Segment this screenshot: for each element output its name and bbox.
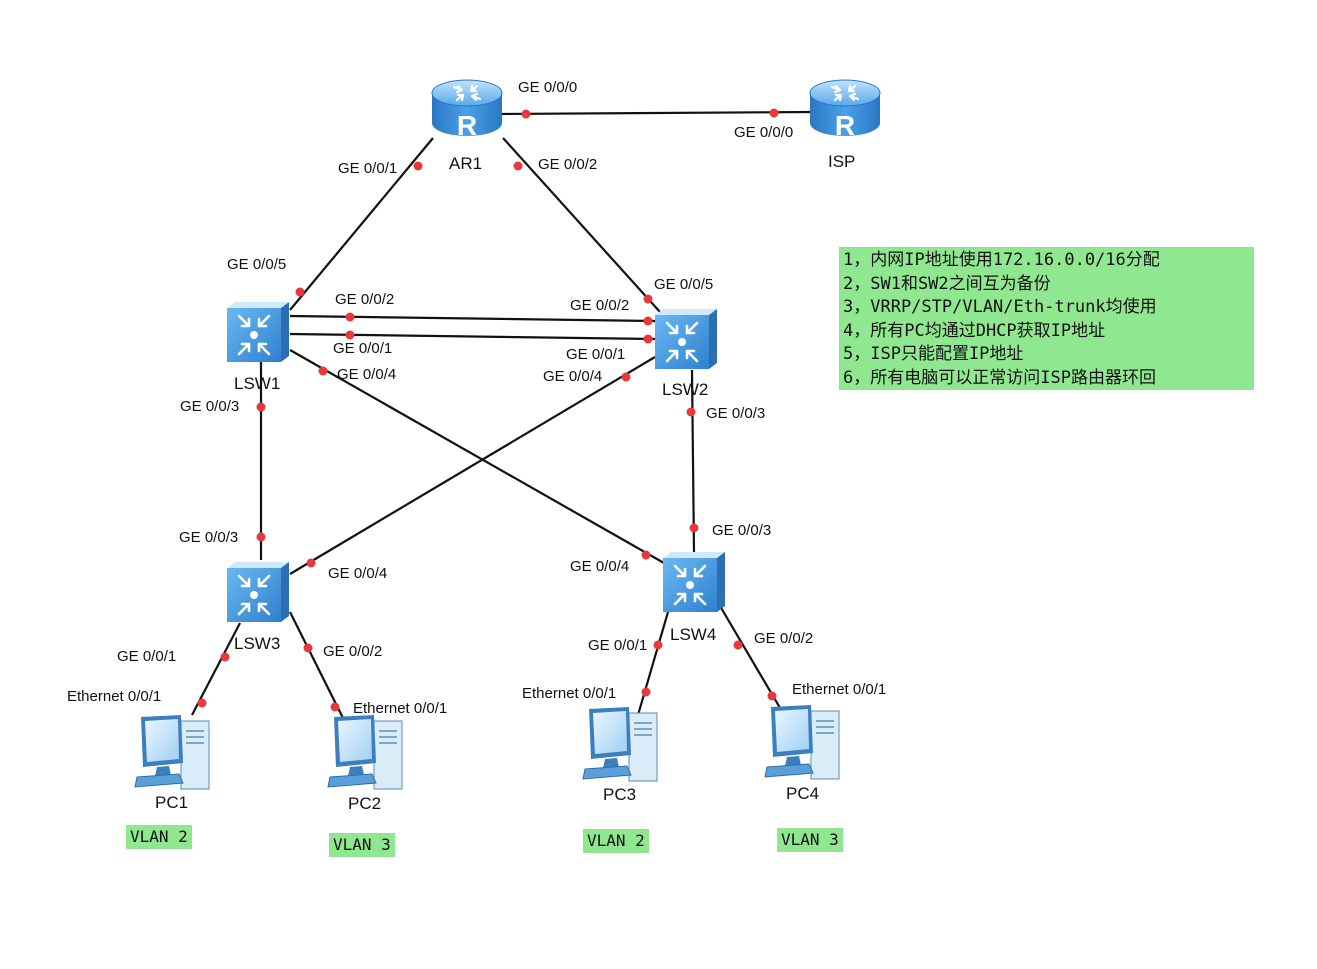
- device-name-pc3: PC3: [603, 785, 637, 804]
- switch-icon[interactable]: [653, 307, 719, 371]
- port-dot: [733, 640, 743, 650]
- device-name-lsw3: LSW3: [234, 634, 281, 653]
- port-label: Ethernet 0/0/1: [522, 685, 617, 702]
- port-label: GE 0/0/3: [180, 398, 240, 415]
- link-lsw1-lsw2-ge1: [289, 332, 657, 341]
- port-label: GE 0/0/3: [179, 529, 239, 546]
- note-line: 5，ISP只能配置IP地址: [843, 344, 1024, 364]
- switch-icon[interactable]: [225, 300, 291, 364]
- port-label: Ethernet 0/0/1: [67, 688, 162, 705]
- link-ar1-lsw2: [502, 137, 661, 313]
- vlan-tag-pc4: VLAN 3: [777, 828, 843, 853]
- device-name-lsw4: LSW4: [670, 625, 717, 644]
- note-line: 2，SW1和SW2之间互为备份: [843, 273, 1051, 294]
- link-lsw2-lsw4: [690, 369, 696, 553]
- port-label: GE 0/0/1: [338, 160, 398, 177]
- note-line: 4，所有PC均通过DHCP获取IP地址: [843, 320, 1106, 341]
- pc-icon[interactable]: [763, 703, 841, 781]
- port-dot: [220, 652, 230, 662]
- port-dots: [197, 108, 779, 712]
- link-lsw4-pc3: [636, 611, 670, 716]
- device-name-pc2: PC2: [348, 794, 382, 813]
- router-icon[interactable]: [808, 78, 882, 142]
- port-dot: [330, 702, 340, 712]
- port-label: GE 0/0/1: [588, 637, 648, 654]
- port-dot: [641, 550, 651, 560]
- device-name-ar1: AR1: [449, 154, 483, 173]
- link-ar1-isp: [499, 110, 813, 116]
- port-dot: [345, 330, 355, 340]
- port-dot: [318, 366, 328, 376]
- port-label: GE 0/0/1: [333, 340, 393, 357]
- port-dot: [295, 287, 305, 297]
- port-label: GE 0/0/3: [706, 405, 766, 422]
- port-label: GE 0/0/2: [570, 297, 630, 314]
- port-label: GE 0/0/4: [570, 558, 630, 575]
- port-dot: [521, 109, 531, 119]
- port-label: GE 0/0/2: [323, 643, 383, 660]
- port-label: GE 0/0/2: [754, 630, 814, 647]
- port-dot: [643, 294, 653, 304]
- device-name-lsw2: LSW2: [662, 380, 709, 399]
- port-dot: [197, 698, 207, 708]
- device-name-lsw1: LSW1: [234, 374, 281, 393]
- port-dot: [643, 334, 653, 344]
- link-ar1-lsw1: [289, 137, 434, 311]
- device-name-pc4: PC4: [786, 784, 820, 803]
- port-label: GE 0/0/0: [518, 79, 578, 96]
- port-label: GE 0/0/1: [117, 648, 177, 665]
- pc-icon[interactable]: [581, 705, 659, 783]
- port-label: Ethernet 0/0/1: [792, 681, 887, 698]
- port-label: GE 0/0/2: [538, 156, 598, 173]
- port-dot: [256, 532, 266, 542]
- requirements-note: 1，内网IP地址使用172.16.0.0/16分配 2，SW1和SW2之间互为备…: [839, 247, 1254, 390]
- port-dot: [767, 691, 777, 701]
- link-lsw2-lsw3: [289, 356, 656, 575]
- port-label: GE 0/0/0: [734, 124, 794, 141]
- vlan-tag-pc2: VLAN 3: [329, 833, 395, 858]
- port-dot: [769, 108, 779, 118]
- port-dot: [643, 316, 653, 326]
- vlan-tag-pc3: VLAN 2: [583, 829, 649, 854]
- device-name-isp: ISP: [828, 152, 856, 171]
- port-dot: [621, 372, 631, 382]
- port-label: GE 0/0/4: [543, 368, 603, 385]
- note-line: 6，所有电脑可以正常访问ISP路由器环回: [843, 367, 1156, 388]
- port-dot: [641, 687, 651, 697]
- port-label: GE 0/0/4: [337, 366, 397, 383]
- port-label: GE 0/0/3: [712, 522, 772, 539]
- link-lsw3-pc2: [289, 611, 344, 719]
- port-label: GE 0/0/5: [227, 256, 287, 273]
- port-dot: [306, 558, 316, 568]
- device-name-pc1: PC1: [155, 793, 189, 812]
- note-line: 1，内网IP地址使用172.16.0.0/16分配: [843, 250, 1160, 270]
- port-label: GE 0/0/1: [566, 346, 626, 363]
- vlan-tag-pc1: VLAN 2: [126, 825, 192, 850]
- switch-icon[interactable]: [661, 550, 727, 614]
- port-label: GE 0/0/5: [654, 276, 714, 293]
- switch-icon[interactable]: [225, 560, 291, 624]
- port-dot: [686, 407, 696, 417]
- note-line: 3，VRRP/STP/VLAN/Eth-trunk均使用: [843, 297, 1157, 317]
- port-dot: [256, 402, 266, 412]
- link-lsw1-lsw2-ge2: [289, 314, 657, 323]
- port-label: Ethernet 0/0/1: [353, 700, 448, 717]
- router-icon[interactable]: [430, 78, 504, 142]
- port-dot: [653, 640, 663, 650]
- port-dot: [413, 161, 423, 171]
- port-dot: [345, 312, 355, 322]
- port-dot: [689, 523, 699, 533]
- link-lsw1-lsw4: [289, 349, 665, 564]
- port-label: GE 0/0/4: [328, 565, 388, 582]
- port-label: GE 0/0/2: [335, 291, 395, 308]
- pc-icon[interactable]: [133, 713, 211, 791]
- pc-icon[interactable]: [326, 713, 404, 791]
- port-dot: [513, 161, 523, 171]
- port-dot: [303, 643, 313, 653]
